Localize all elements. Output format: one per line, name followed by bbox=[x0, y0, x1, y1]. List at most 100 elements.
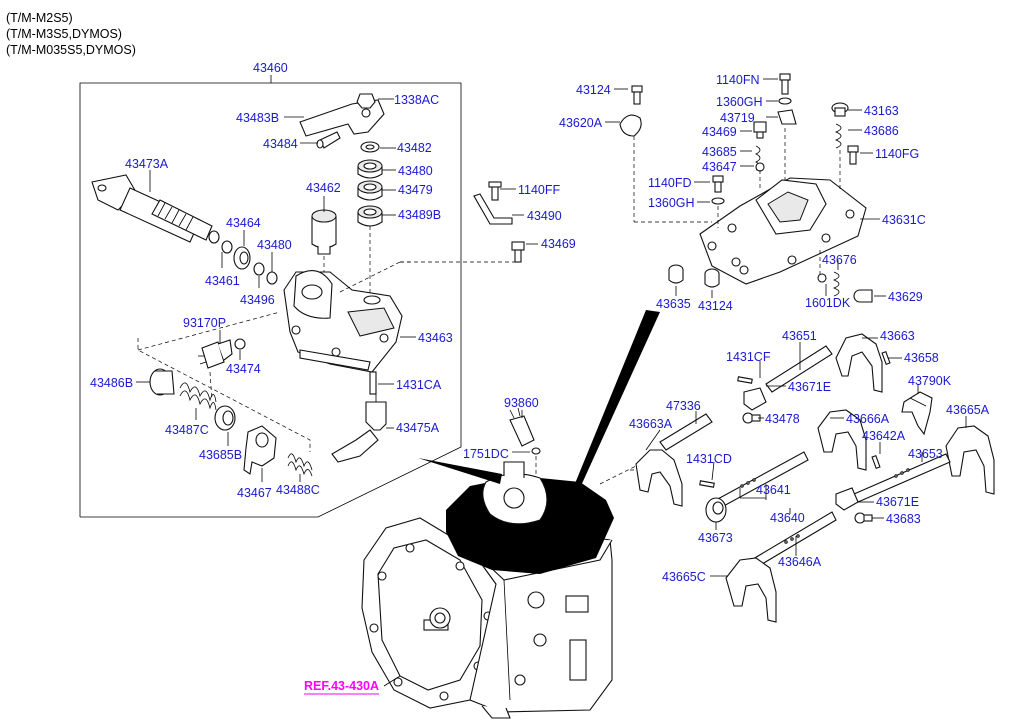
callout-43479: 43479 bbox=[398, 183, 433, 197]
part-bolt-43469 bbox=[511, 241, 525, 263]
part-lever-43475A bbox=[331, 394, 387, 463]
reference-label: REF.43-430A bbox=[304, 679, 379, 693]
callout-43719: 43719 bbox=[720, 111, 755, 125]
callout-43484: 43484 bbox=[263, 137, 298, 151]
callout-1140FG: 1140FG bbox=[875, 147, 919, 161]
part-collar-43685B bbox=[214, 405, 236, 431]
part-lug-43673 bbox=[705, 497, 727, 523]
callout-43487C: 43487C bbox=[165, 423, 209, 437]
callout-43483B: 43483B bbox=[236, 111, 279, 125]
callout-43647: 43647 bbox=[702, 160, 737, 174]
part-lug-43671E-a bbox=[743, 387, 767, 411]
callout-43490: 43490 bbox=[527, 209, 562, 223]
part-bushing-43480 bbox=[357, 159, 383, 179]
callout-43463: 43463 bbox=[418, 331, 453, 345]
part-plunger-43462 bbox=[311, 209, 337, 292]
callout-1140FD: 1140FD bbox=[648, 176, 692, 190]
part-fork-43665C bbox=[725, 557, 777, 623]
callout-1751DC: 1751DC bbox=[463, 447, 509, 461]
part-bushing-43489B bbox=[357, 205, 383, 227]
callout-1431CD: 1431CD bbox=[686, 452, 732, 466]
part-cam-43467 bbox=[243, 425, 277, 475]
callout-43124-top: 43124 bbox=[576, 83, 611, 97]
part-fork-43663 bbox=[835, 333, 883, 393]
callout-43496: 43496 bbox=[240, 293, 275, 307]
part-pin-1431CF bbox=[737, 376, 753, 384]
part-fork-43665A bbox=[945, 425, 995, 495]
reference-leader bbox=[383, 675, 401, 687]
model-line-3: (T/M-M035S5,DYMOS) bbox=[6, 43, 136, 57]
callout-43676: 43676 bbox=[822, 253, 857, 267]
callout-43488C: 43488C bbox=[276, 483, 320, 497]
callout-43462: 43462 bbox=[306, 181, 341, 195]
washer-hole bbox=[365, 144, 375, 150]
callout-1360GH-lower: 1360GH bbox=[648, 196, 695, 210]
callout-43671E-upper: 43671E bbox=[788, 380, 831, 394]
callout-43480-upper: 43480 bbox=[398, 164, 433, 178]
part-bushing-43124b bbox=[704, 268, 720, 288]
transmission-case bbox=[361, 461, 614, 719]
callout-43653: 43653 bbox=[908, 447, 943, 461]
part-rail-47336 bbox=[659, 413, 713, 451]
model-line-2: (T/M-M3S5,DYMOS) bbox=[6, 27, 122, 41]
part-shift-shaft-43473A bbox=[91, 174, 213, 243]
callout-1338AC: 1338AC bbox=[394, 93, 439, 107]
part-spring-43686 bbox=[834, 123, 842, 149]
part-fork-43663A bbox=[635, 449, 683, 507]
callout-1140FF: 1140FF bbox=[518, 183, 561, 197]
part-ball-1601DK bbox=[817, 273, 827, 283]
part-pin-1431CD bbox=[699, 480, 715, 488]
callout-43631C: 43631C bbox=[882, 213, 926, 227]
part-bracket-43719 bbox=[777, 109, 797, 125]
callout-43685: 43685 bbox=[702, 145, 737, 159]
part-spring-43488C bbox=[287, 453, 313, 477]
part-switch-93170P bbox=[198, 339, 233, 369]
part-bushing-43479 bbox=[357, 180, 383, 201]
callout-43685B: 43685B bbox=[199, 448, 242, 462]
callout-43461: 43461 bbox=[205, 274, 240, 288]
part-bolt-1140FG bbox=[847, 145, 859, 165]
part-oring-43461b bbox=[221, 240, 233, 254]
callout-47336: 47336 bbox=[666, 399, 701, 413]
callout-43665A: 43665A bbox=[946, 403, 990, 417]
part-oring-43480b bbox=[266, 271, 278, 285]
part-plug-43469b bbox=[753, 121, 767, 139]
callout-43666A: 43666A bbox=[846, 412, 890, 426]
part-control-housing-43463 bbox=[283, 270, 403, 373]
callout-43469-right: 43469 bbox=[702, 125, 737, 139]
part-lug-43671E-b bbox=[835, 487, 859, 511]
part-bolt-1140FN bbox=[779, 73, 791, 95]
part-bolt-43683 bbox=[854, 512, 873, 524]
part-oring-43474 bbox=[234, 338, 246, 350]
part-seal-43464 bbox=[233, 246, 251, 270]
callout-93170P: 93170P bbox=[183, 316, 226, 330]
part-plug-43163 bbox=[831, 102, 849, 117]
callout-43686: 43686 bbox=[864, 124, 899, 138]
callout-43486B: 43486B bbox=[90, 376, 133, 390]
callout-43480-lower: 43480 bbox=[257, 238, 292, 252]
callout-43640: 43640 bbox=[770, 511, 805, 525]
part-oring-1751DC bbox=[531, 447, 541, 455]
part-shift-lever-bracket bbox=[299, 93, 385, 137]
callout-43620A: 43620A bbox=[559, 116, 603, 130]
part-washer-1360GH-b bbox=[711, 197, 725, 205]
callout-1601DK: 1601DK bbox=[805, 296, 851, 310]
part-spring-43676 bbox=[832, 271, 840, 297]
part-oring-43461 bbox=[208, 230, 220, 244]
part-pin-1431CA bbox=[369, 371, 377, 395]
callout-43489B: 43489B bbox=[398, 208, 441, 222]
callout-43673: 43673 bbox=[698, 531, 733, 545]
callout-93860: 93860 bbox=[504, 396, 539, 410]
callout-43790K: 43790K bbox=[908, 374, 952, 388]
callout-43460: 43460 bbox=[253, 61, 288, 75]
callout-1431CA: 1431CA bbox=[396, 378, 442, 392]
model-line-1: (T/M-M2S5) bbox=[6, 11, 73, 25]
part-pin-43642A bbox=[871, 454, 881, 470]
part-plate-43620A bbox=[619, 114, 642, 137]
part-bracket-43490 bbox=[473, 193, 513, 225]
callout-43464: 43464 bbox=[226, 216, 261, 230]
part-bolt-43124a bbox=[631, 85, 643, 105]
callout-43469-left: 43469 bbox=[541, 237, 576, 251]
callout-43683: 43683 bbox=[886, 512, 921, 526]
callout-1360GH-upper: 1360GH bbox=[716, 95, 763, 109]
